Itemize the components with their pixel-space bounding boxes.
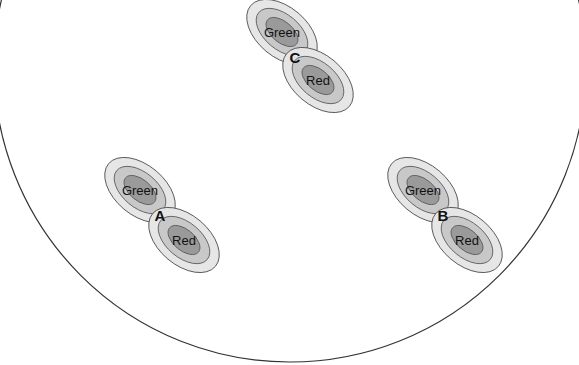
colony-ring — [402, 170, 444, 210]
colony-ring — [297, 60, 339, 100]
pair-letter: A — [155, 207, 166, 224]
ellipse-label: Green — [122, 183, 158, 198]
colony-ring — [150, 207, 219, 273]
ellipse-label: Red — [306, 73, 330, 88]
colony-ring — [420, 194, 515, 285]
colony-ellipse: Red — [134, 190, 234, 290]
ellipse-label: Green — [405, 183, 441, 198]
pair-letter: B — [438, 207, 449, 224]
colony-ring — [433, 207, 502, 273]
colony-ring — [137, 194, 232, 285]
colony-ring — [446, 220, 488, 260]
colony-ring — [119, 170, 161, 210]
pair-letter: C — [290, 49, 301, 66]
colony-ellipse: Red — [268, 30, 368, 130]
colony-ellipse: Red — [417, 190, 517, 290]
colony-ring — [163, 220, 205, 260]
colony-ring — [284, 47, 353, 113]
ellipse-label: Green — [264, 25, 300, 40]
colony-ring — [271, 34, 366, 125]
colony-ring — [261, 12, 303, 52]
colony-ring — [389, 157, 458, 223]
ellipse-label: Red — [172, 233, 196, 248]
ellipse-label: Red — [455, 233, 479, 248]
colony-ring — [106, 157, 175, 223]
